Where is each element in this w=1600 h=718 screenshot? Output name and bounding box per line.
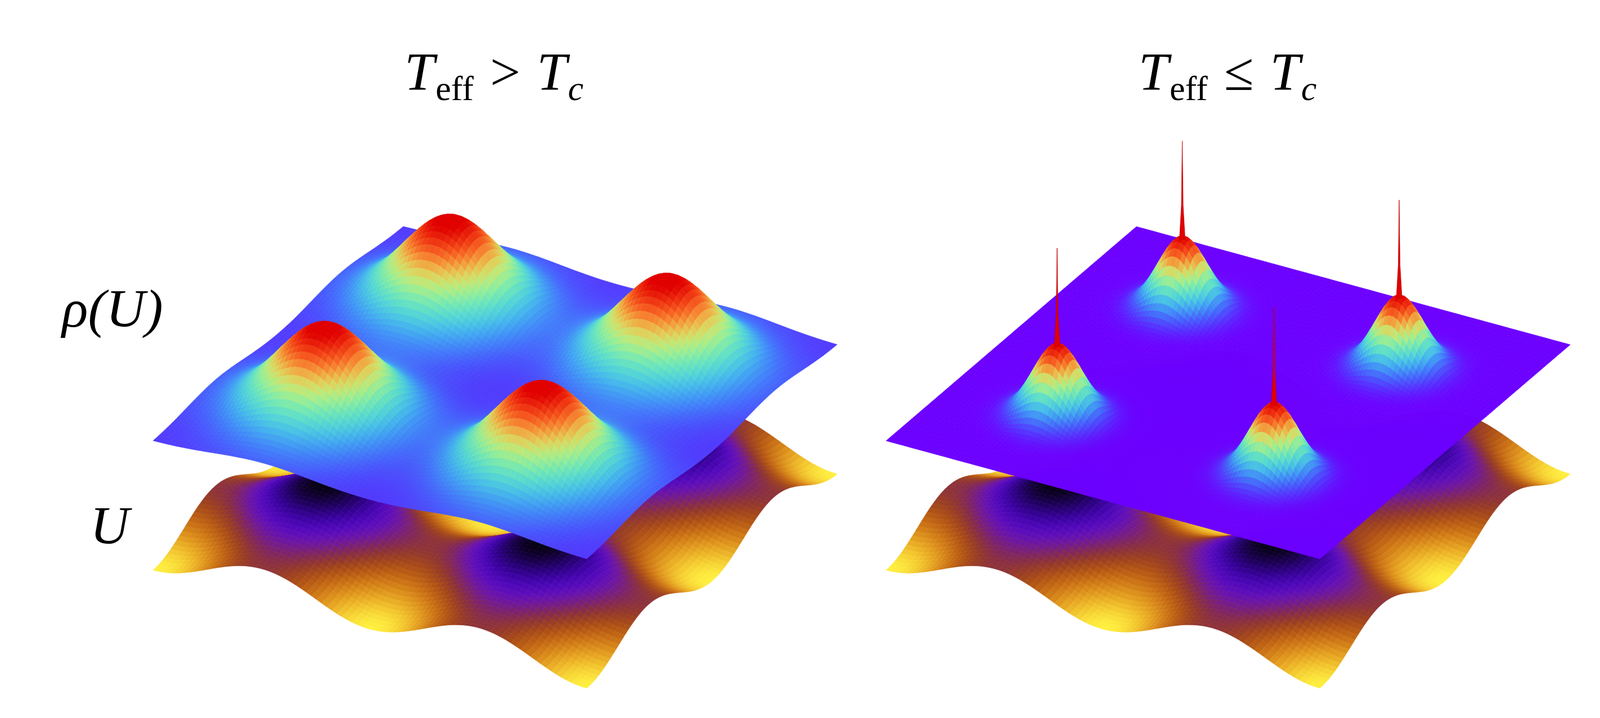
surface-illustration [0, 0, 1600, 718]
figure-stage: Teff>TcTeff≤Tcρ(U)U [0, 0, 1600, 718]
